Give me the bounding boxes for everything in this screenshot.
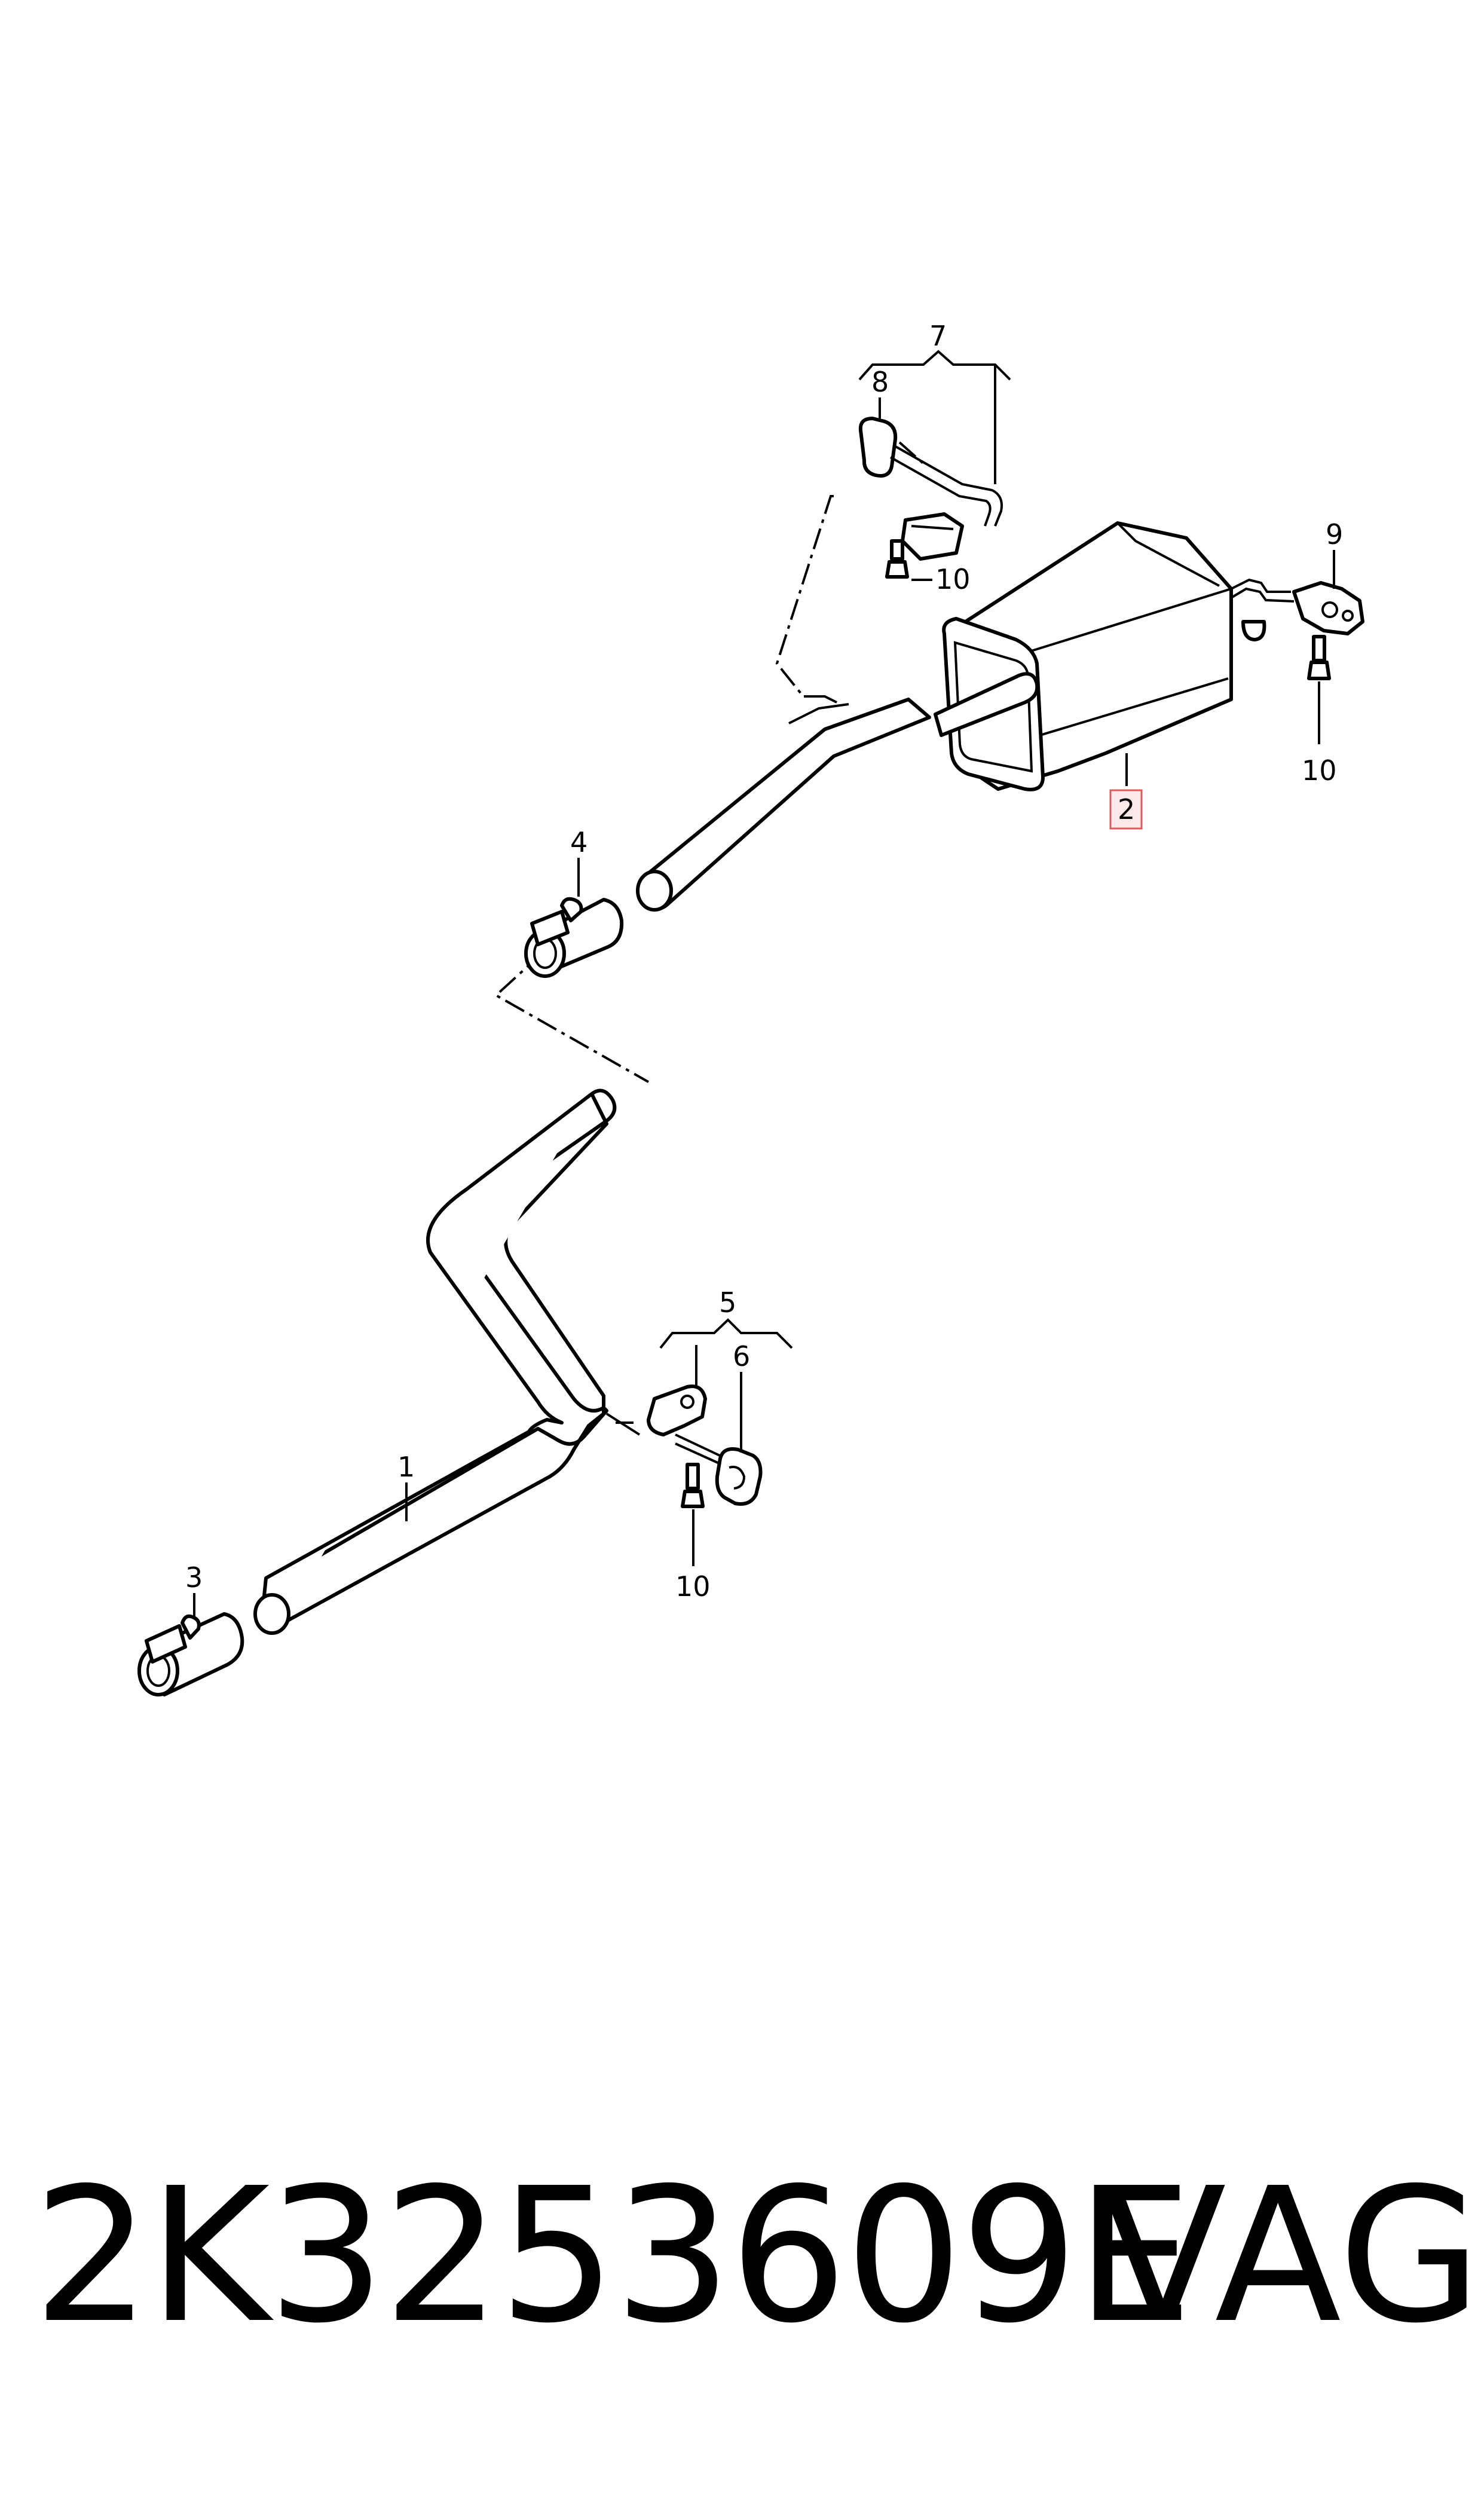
callout-3: 3 [185,1561,203,1594]
connection-line-1 [775,495,834,695]
front-pipe [253,1089,641,1635]
rear-muffler [934,521,1295,791]
callout-5: 5 [719,1286,736,1319]
hanger-assembly-7 [858,417,1003,579]
callout-2-highlight [1109,789,1143,830]
leader-lines [193,350,1335,1617]
callout-10-right: 10 [1302,754,1337,787]
clamp-4 [524,897,624,978]
callout-6: 6 [733,1340,750,1372]
callout-1: 1 [397,1451,415,1483]
connection-line-3 [898,441,928,467]
callout-9: 9 [1326,518,1343,551]
callout-2: 2 [1118,793,1135,826]
callout-10-lower: 10 [675,1570,711,1603]
connecting-pipe [636,695,931,912]
hanger-9 [1292,581,1364,680]
callout-8: 8 [871,366,889,398]
hanger-assembly-5 [647,1384,763,1508]
callout-7: 7 [929,320,947,352]
clamp-3 [137,1612,244,1696]
callout-10-top: 10 [935,563,971,595]
brand-name: VAG [1100,2148,1482,2364]
callout-4: 4 [570,826,588,858]
part-number: 2K3253609E [33,2148,1193,2364]
